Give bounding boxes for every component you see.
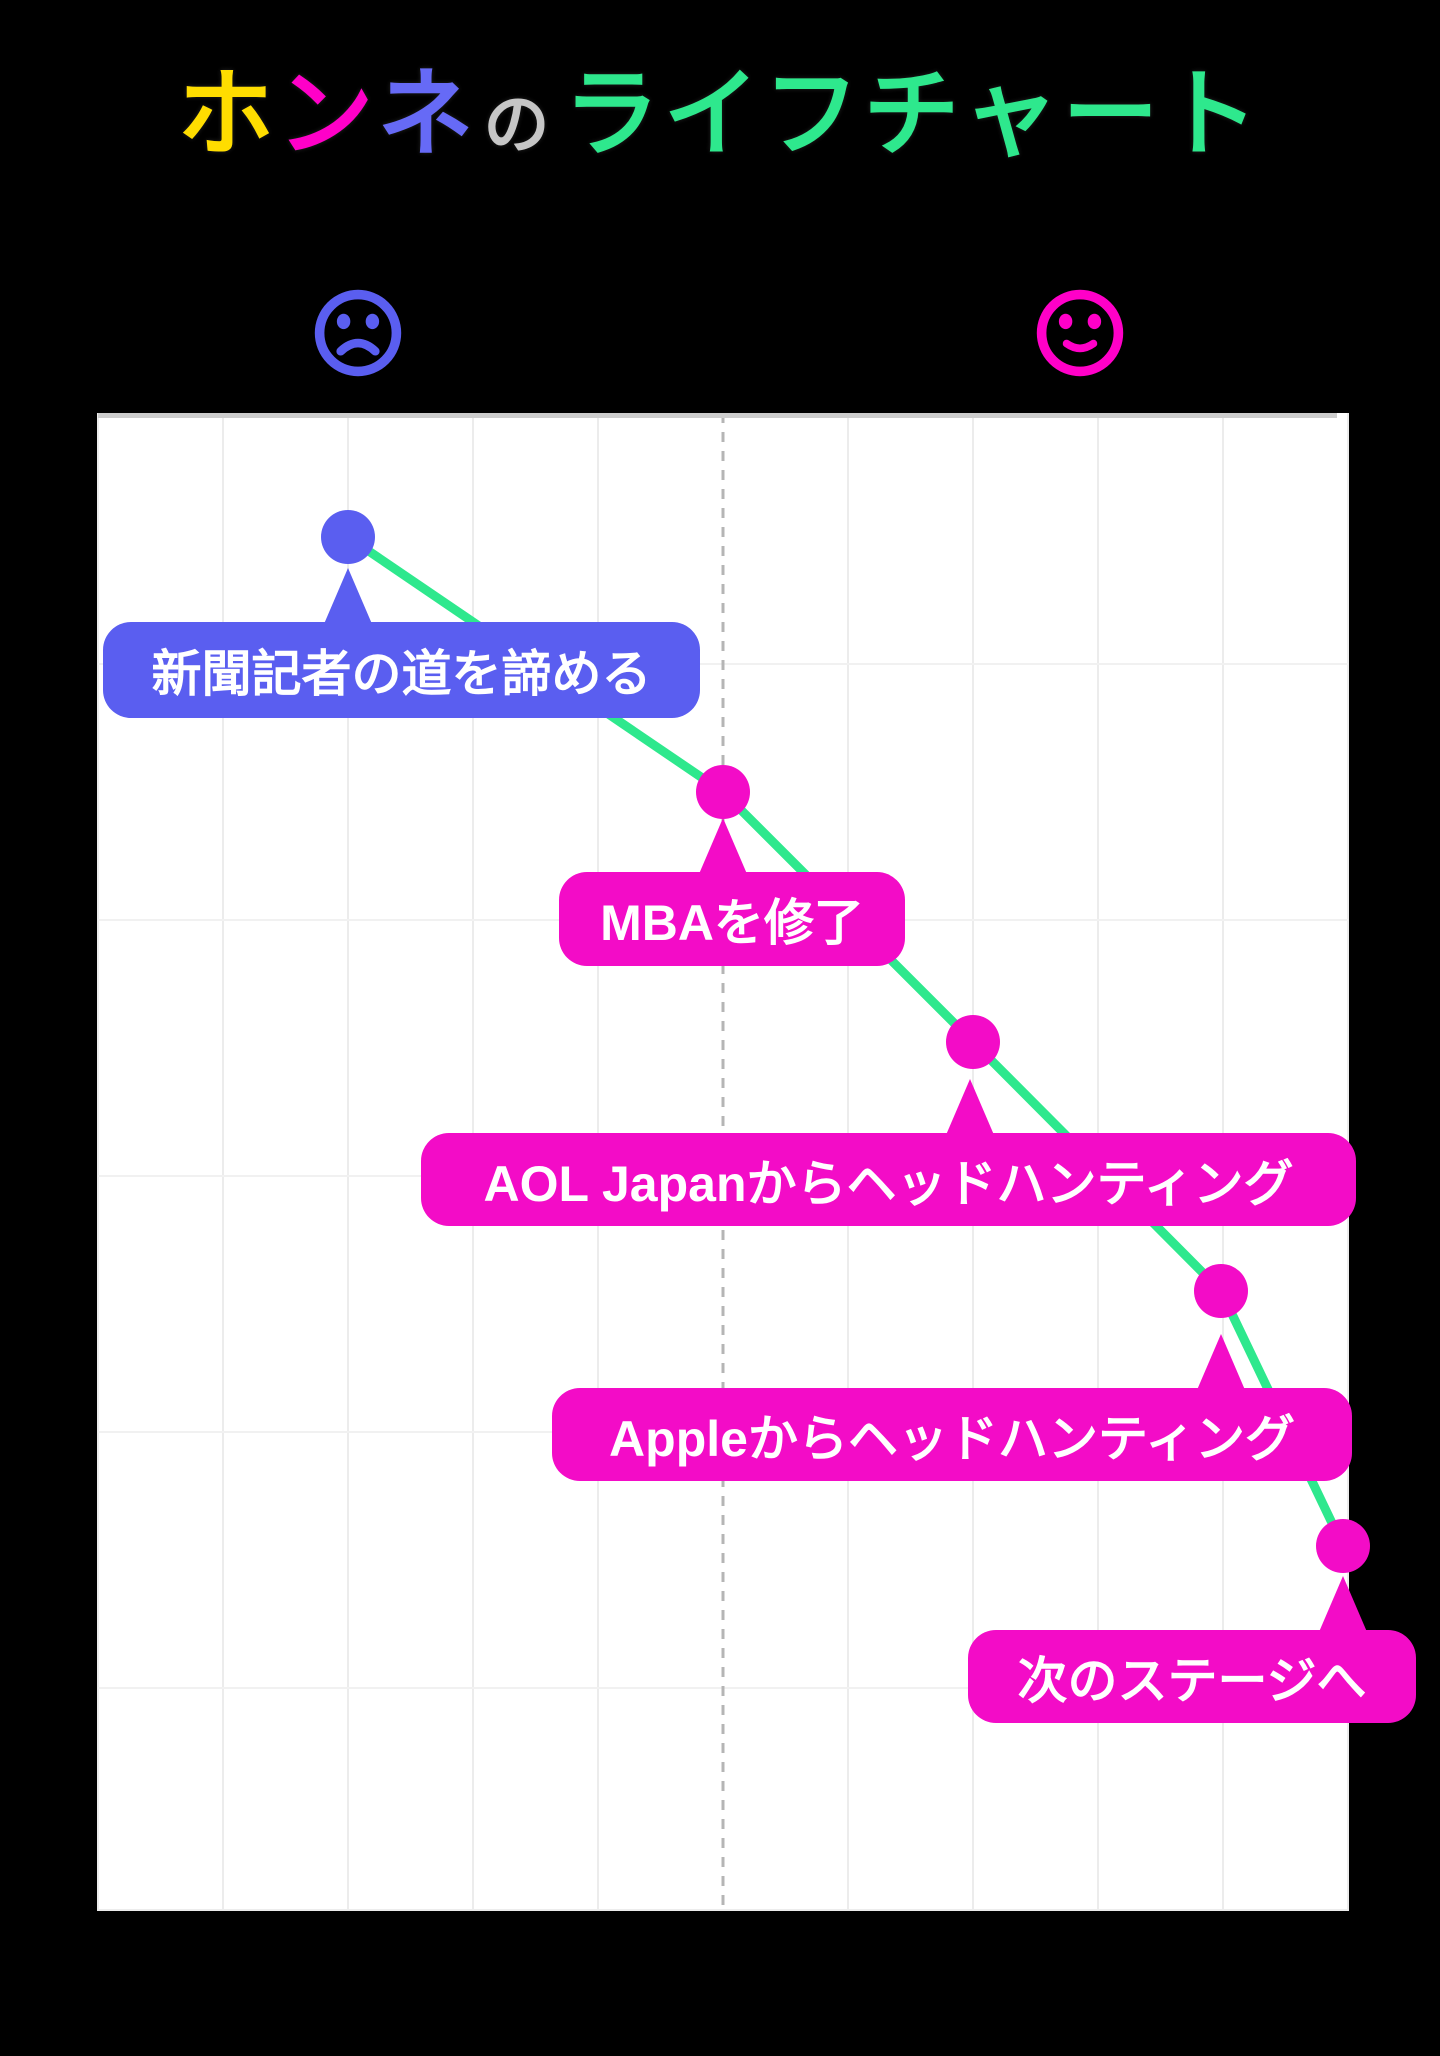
title-segment: ライフチャート	[563, 61, 1263, 168]
callout-pointer-icon	[946, 1079, 994, 1135]
happy-face-icon	[1036, 289, 1124, 377]
event-callout-apple: Appleからヘッドハンティング	[552, 1334, 1352, 1481]
page-title: ホンネのライフチャート	[0, 48, 1440, 182]
callout-pointer-icon	[1197, 1334, 1245, 1390]
data-point	[1194, 1264, 1248, 1318]
event-label: 次のステージへ	[1017, 1652, 1367, 1709]
chart-top-border	[98, 413, 1337, 418]
event-label: AOL Japanからヘッドハンティング	[483, 1155, 1294, 1212]
data-point	[946, 1015, 1000, 1069]
event-label: 新聞記者の道を諦める	[151, 646, 652, 702]
callout-pointer-icon	[1319, 1576, 1367, 1632]
title-segment: ン	[277, 61, 378, 168]
event-callout-mba: MBAを修了	[559, 818, 905, 966]
event-callout-aol-japan: AOL Japanからヘッドハンティング	[421, 1079, 1356, 1226]
event-callout-quit-journalism: 新聞記者の道を諦める	[103, 568, 700, 718]
data-point	[1316, 1519, 1370, 1573]
callout-pointer-icon	[324, 568, 372, 624]
event-callout-next-stage: 次のステージへ	[968, 1576, 1416, 1723]
callout-pointer-icon	[699, 818, 747, 874]
data-point	[696, 765, 750, 819]
event-label: MBAを修了	[600, 895, 864, 951]
title-segment: の	[483, 87, 554, 161]
sad-face-icon	[314, 289, 402, 377]
title-segment: ネ	[377, 61, 478, 168]
data-point	[321, 510, 375, 564]
event-label: Appleからヘッドハンティング	[609, 1410, 1295, 1467]
title-segment: ホ	[177, 61, 278, 168]
